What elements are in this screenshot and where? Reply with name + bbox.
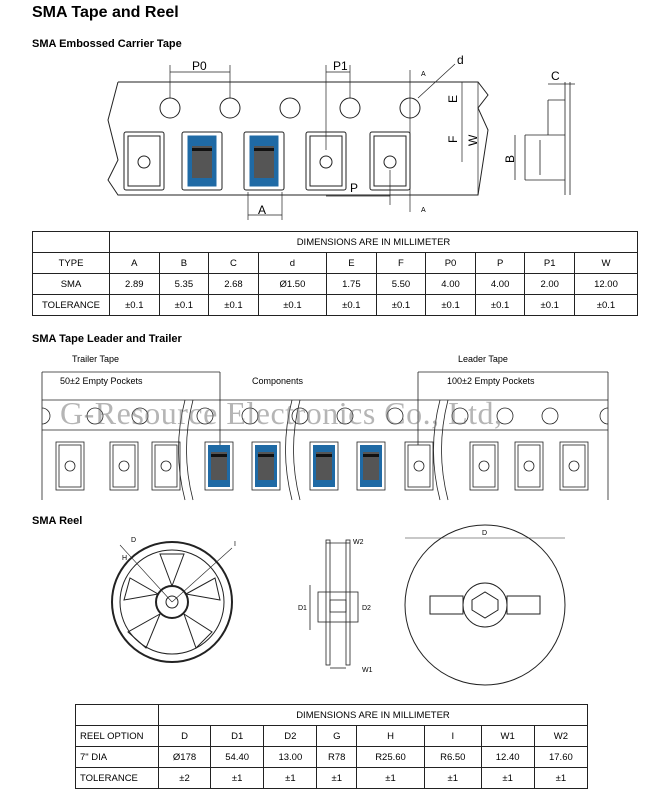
column-header: D [157,725,212,747]
reel-front-view [404,524,566,686]
label-P0: P0 [192,59,207,73]
pocket-component [243,131,285,191]
sprocket-holes [41,407,609,425]
pocket-empty [55,441,85,491]
pocket-empty [123,131,165,191]
table-row: TOLERANCE±2±1±1±1±1±1±1±1 [75,767,589,789]
leader-trailer-diagram: Trailer Tape 50±2 Empty Pockets Componen… [41,354,609,501]
pocket-component [204,441,234,491]
label-E: E [446,95,460,103]
pocket-empty [559,441,589,491]
table-cell: 13.00 [263,746,318,768]
pocket-component [251,441,281,491]
table-cell: R6.50 [423,746,482,768]
label-P: P [350,181,358,195]
table-cell: TOLERANCE [75,767,159,789]
column-header: H [356,725,425,747]
table-caption: DIMENSIONS ARE IN MILLIMETER [158,704,588,726]
reel-label-I: I [234,541,236,548]
section-title-reel: SMA Reel [32,515,83,527]
watermark: G-Resource Electronics Co., Ltd, [60,395,503,431]
label-W: W [466,134,480,146]
reel-label-D1: D1 [298,605,307,612]
table-cell: ±1 [480,767,535,789]
column-header: I [423,725,482,747]
section-title-leader: SMA Tape Leader and Trailer [32,333,182,345]
table-cell: 17.60 [533,746,589,768]
table-cell: ±1 [210,767,265,789]
label-B: B [503,155,517,163]
table-cell: R78 [316,746,358,768]
pocket-empty [514,441,544,491]
leader-pockets-label: 100±2 Empty Pockets [447,376,535,386]
page-title: SMA Tape and Reel [32,4,179,21]
column-header: D1 [210,725,265,747]
pocket-component [181,131,223,191]
reel-label-W1: W1 [362,667,373,674]
table-cell: 12.40 [480,746,535,768]
label-P1: P1 [333,59,348,73]
reel-label-W2: W2 [353,539,364,546]
leader-tape-label: Leader Tape [458,354,508,364]
label-F: F [446,136,460,143]
reel-diagrams: D H I W2 D1 D2 W1 D [111,524,566,686]
label-C: C [551,69,560,83]
reel-label-H: H [122,555,127,562]
carrier-tape-diagram: P0 P1 d E F W P A C B A A [107,53,575,220]
reel-side-view [309,539,359,669]
reel-label-D: D [131,537,136,544]
reel-front-spokes [111,541,233,663]
label-d: d [457,53,464,67]
table-cell: 7" DIA [75,746,159,768]
section-title-carrier: SMA Embossed Carrier Tape [32,38,182,50]
pocket-empty [109,441,139,491]
table-cell: ±0.1 [257,294,328,316]
pocket-component [356,441,386,491]
column-header: D2 [263,725,318,747]
trailer-pockets-label: 50±2 Empty Pockets [60,376,143,386]
table-cell: ±1 [316,767,358,789]
pocket-empty [151,441,181,491]
section-marker-top: A [421,71,426,78]
table-cell: ±0.1 [375,294,427,316]
table-cell: R25.60 [356,746,425,768]
table-cell: ±2 [157,767,212,789]
table-cell: ±1 [533,767,589,789]
table-row: TOLERANCE±0.1±0.1±0.1±0.1±0.1±0.1±0.1±0.… [32,294,639,316]
section-marker-bottom: A [421,207,426,214]
column-header: W2 [533,725,589,747]
reel-label-D-front: D [482,530,487,537]
pocket-component [309,441,339,491]
reel-label-D2: D2 [362,605,371,612]
table-cell: ±1 [423,767,482,789]
table-cell: ±1 [356,767,425,789]
column-header: G [316,725,358,747]
table-cell: ±0.1 [573,294,639,316]
empty-corner-cell [75,704,159,726]
trailer-tape-label: Trailer Tape [72,354,119,364]
components-label: Components [252,376,304,386]
column-header: W1 [480,725,535,747]
label-A: A [258,203,266,217]
table-cell: Ø178 [157,746,212,768]
pocket-empty [404,441,434,491]
pocket-empty [469,441,499,491]
table-cell: 54.40 [210,746,265,768]
table-cell: TOLERANCE [32,294,110,316]
table-cell: ±0.1 [425,294,476,316]
table-cell: ±1 [263,767,318,789]
column-header: REEL OPTION [75,725,159,747]
